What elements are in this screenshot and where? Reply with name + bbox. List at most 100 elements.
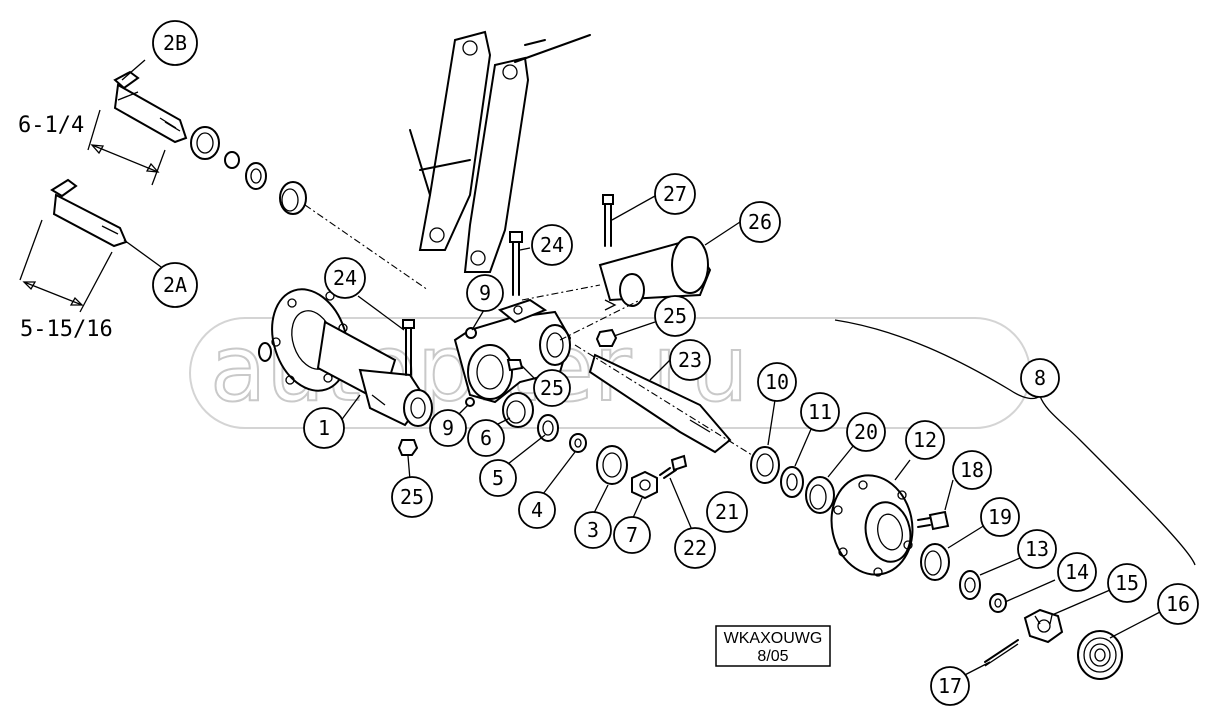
callout-9-bottom: 9 xyxy=(429,409,467,447)
washer-4 xyxy=(569,433,587,453)
drawing-stamp: WKAXOUWG 8/05 xyxy=(715,625,831,667)
callout-14: 14 xyxy=(1057,552,1097,592)
svg-text:7: 7 xyxy=(626,523,638,547)
callout-11: 11 xyxy=(800,392,840,432)
bolt-24-left xyxy=(402,319,415,376)
svg-text:25: 25 xyxy=(400,485,424,509)
dimension-2a: 5-15/16 xyxy=(19,219,113,342)
callout-20: 20 xyxy=(846,412,886,452)
hub-12 xyxy=(830,474,914,577)
svg-text:5: 5 xyxy=(492,466,504,490)
callout-7: 7 xyxy=(613,516,651,554)
callout-25-right: 25 xyxy=(654,295,696,337)
svg-text:16: 16 xyxy=(1166,592,1190,616)
callout-25-bottom: 25 xyxy=(391,476,433,518)
callout-8: 8 xyxy=(1020,358,1060,398)
dimension-2b-label: 6-1/4 xyxy=(18,113,84,138)
svg-text:22: 22 xyxy=(683,536,707,560)
svg-text:11: 11 xyxy=(808,400,832,424)
castle-nut-15 xyxy=(1023,608,1064,644)
callout-17: 17 xyxy=(930,666,970,706)
svg-text:13: 13 xyxy=(1025,537,1049,561)
shaft-23 xyxy=(574,344,761,461)
clamp-26 xyxy=(521,236,712,341)
callout-16: 16 xyxy=(1157,583,1199,625)
svg-text:19: 19 xyxy=(988,505,1012,529)
dust-cap-16 xyxy=(1077,630,1123,680)
nut-25-right xyxy=(595,328,618,347)
drawing-code: WKAXOUWG xyxy=(724,630,823,647)
pin-2b xyxy=(113,70,188,144)
svg-text:27: 27 xyxy=(663,182,687,206)
bearing-13 xyxy=(959,570,981,600)
callout-4: 4 xyxy=(518,491,556,529)
callout-3: 3 xyxy=(574,511,612,549)
callout-2b: 2B xyxy=(152,20,198,66)
spindle-left xyxy=(258,288,433,427)
svg-text:25: 25 xyxy=(540,376,564,400)
dimension-2b: 6-1/4 xyxy=(18,109,166,186)
frame-arm-rear xyxy=(409,30,492,251)
callout-19: 19 xyxy=(980,497,1020,537)
callout-21: 21 xyxy=(706,491,748,533)
svg-text:24: 24 xyxy=(540,233,564,257)
svg-text:8: 8 xyxy=(1034,366,1046,390)
svg-text:3: 3 xyxy=(587,518,599,542)
callout-18: 18 xyxy=(952,450,992,490)
callout-5: 5 xyxy=(479,459,517,497)
svg-text:21: 21 xyxy=(715,500,739,524)
svg-text:12: 12 xyxy=(913,428,937,452)
svg-text:1: 1 xyxy=(318,416,330,440)
center-knuckle xyxy=(453,298,572,407)
svg-text:24: 24 xyxy=(333,266,357,290)
callout-2a: 2A xyxy=(152,262,198,308)
nut-7 xyxy=(631,470,658,500)
bolt-27 xyxy=(602,194,614,247)
nut-25-bottom xyxy=(397,439,419,456)
pin-2b-bearing-set xyxy=(190,126,429,291)
svg-text:9: 9 xyxy=(479,281,491,305)
svg-text:10: 10 xyxy=(765,370,789,394)
pin-2a xyxy=(50,178,128,248)
bolt-18 xyxy=(917,510,950,531)
callout-13: 13 xyxy=(1017,529,1057,569)
dimension-2a-label: 5-15/16 xyxy=(20,317,113,342)
bearing-11 xyxy=(780,466,804,498)
callout-12: 12 xyxy=(905,420,945,460)
bolt-22 xyxy=(659,454,688,479)
callout-9-top: 9 xyxy=(466,274,504,312)
callout-6: 6 xyxy=(467,419,505,457)
drawing-date: 8/05 xyxy=(757,648,788,665)
callout-10: 10 xyxy=(757,362,797,402)
svg-text:4: 4 xyxy=(531,498,543,522)
svg-text:9: 9 xyxy=(442,416,454,440)
callout-25-center: 25 xyxy=(533,369,571,407)
callout-24-left: 24 xyxy=(324,257,366,299)
seal-10 xyxy=(750,446,780,484)
cotter-pin-17 xyxy=(984,639,1019,667)
svg-text:20: 20 xyxy=(854,420,878,444)
frame-arm-front xyxy=(463,34,591,273)
svg-text:2A: 2A xyxy=(163,273,187,297)
svg-text:25: 25 xyxy=(663,304,687,328)
cup-19 xyxy=(920,543,950,581)
callout-15: 15 xyxy=(1107,563,1147,603)
callout-26: 26 xyxy=(739,201,781,243)
callout-27: 27 xyxy=(654,173,696,215)
cup-3 xyxy=(596,445,628,485)
bearing-5 xyxy=(537,414,559,442)
svg-text:23: 23 xyxy=(678,348,702,372)
washer-14 xyxy=(989,593,1007,613)
callout-23: 23 xyxy=(669,339,711,381)
callout-1: 1 xyxy=(303,407,345,449)
svg-text:6: 6 xyxy=(480,426,492,450)
svg-text:26: 26 xyxy=(748,210,772,234)
svg-text:14: 14 xyxy=(1065,560,1089,584)
seal-6 xyxy=(502,392,534,428)
callout-22: 22 xyxy=(674,527,716,569)
svg-text:15: 15 xyxy=(1115,571,1139,595)
svg-text:2B: 2B xyxy=(163,31,187,55)
cup-20 xyxy=(805,476,835,514)
bolt-24-right xyxy=(509,231,523,296)
